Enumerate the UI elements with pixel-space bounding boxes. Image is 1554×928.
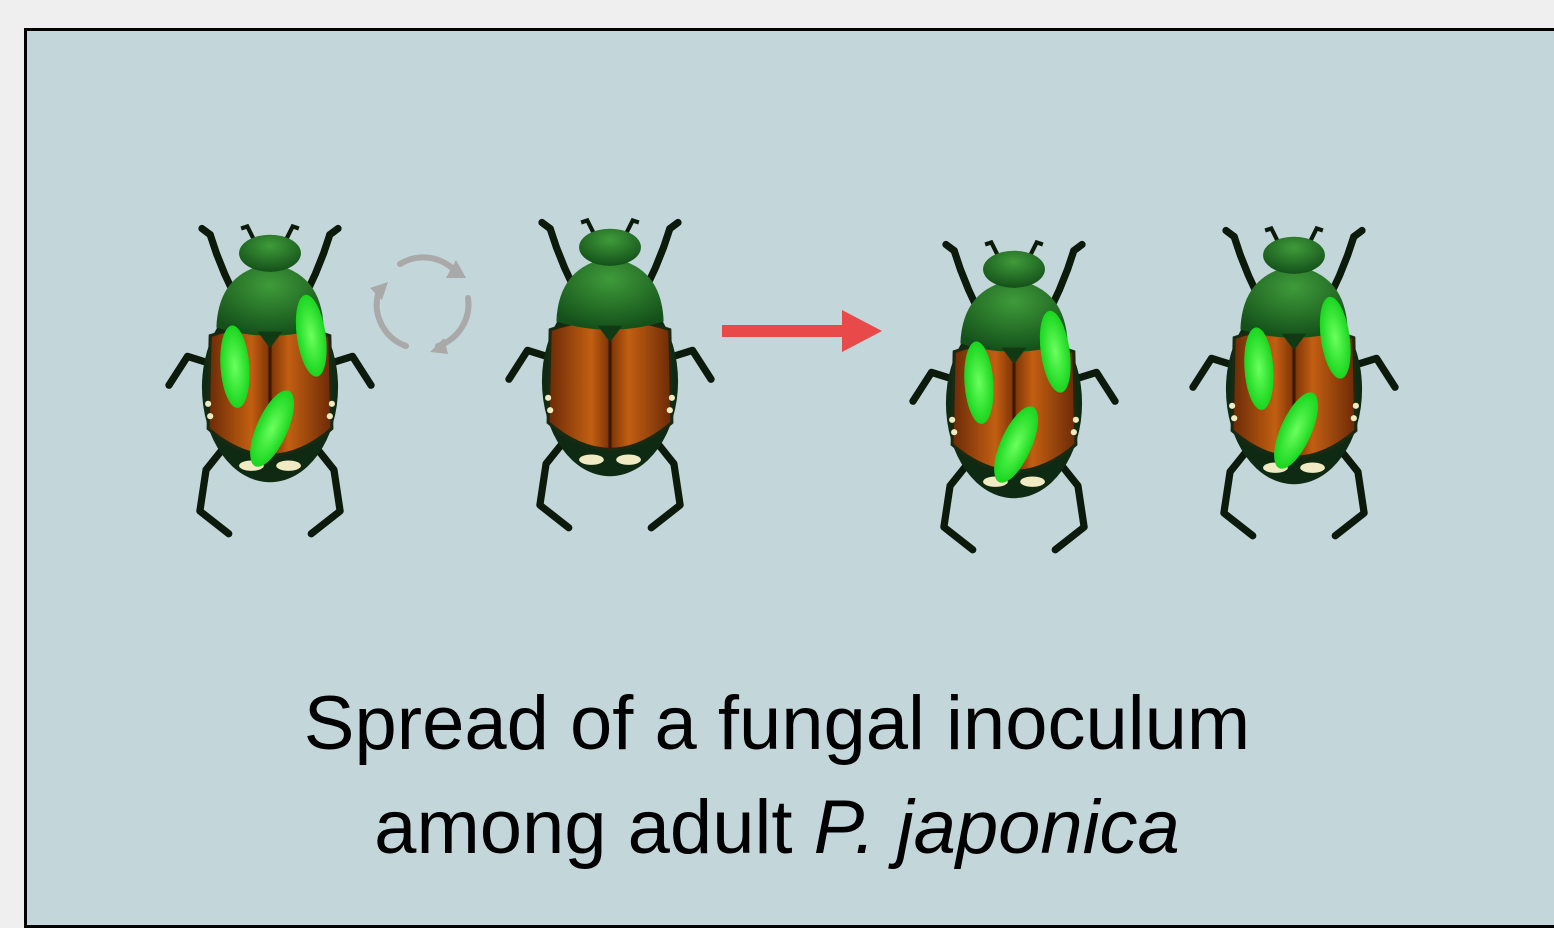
cycle-arrows-icon bbox=[360, 246, 484, 362]
healthy-beetle-icon bbox=[492, 206, 728, 536]
caption-prefix: among adult bbox=[374, 785, 813, 870]
caption-line-1: Spread of a fungal inoculum bbox=[0, 686, 1554, 762]
right-arrow-icon bbox=[718, 306, 886, 356]
infected-beetle-icon bbox=[896, 228, 1132, 558]
infected-beetle-icon bbox=[1176, 214, 1412, 544]
species-name: P. japonica bbox=[814, 785, 1180, 870]
infected-beetle-icon bbox=[152, 212, 388, 542]
caption-line-2: among adult P. japonica bbox=[0, 790, 1554, 866]
